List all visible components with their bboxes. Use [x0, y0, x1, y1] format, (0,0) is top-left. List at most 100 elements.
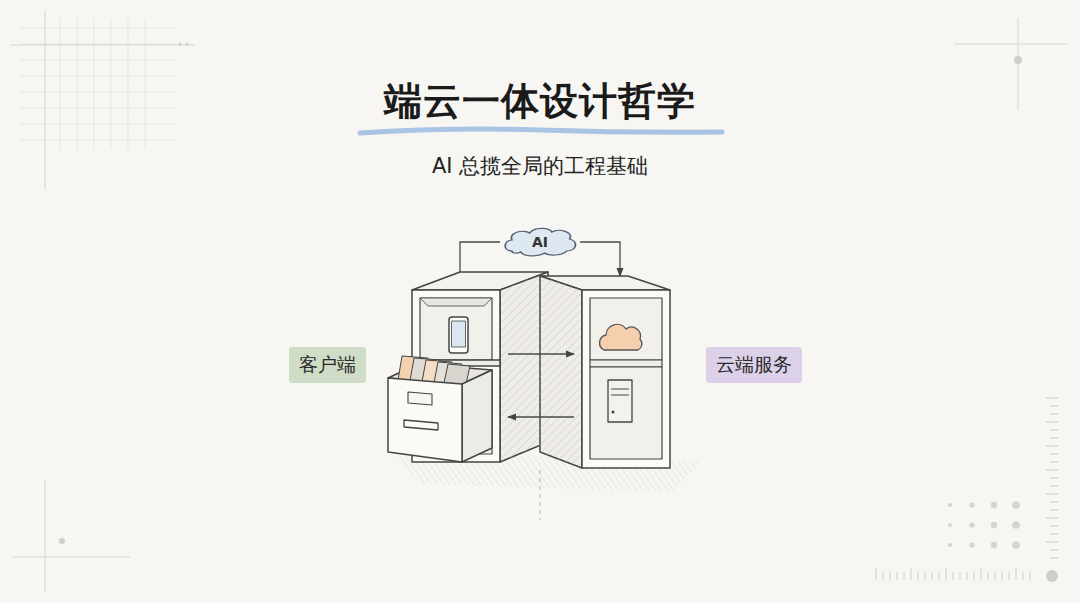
deco-line: [111, 18, 112, 150]
deco-line: [974, 572, 975, 580]
deco-dot: [1012, 541, 1020, 549]
deco-line: [145, 18, 146, 150]
deco-dot: [179, 43, 182, 46]
deco-line: [60, 18, 61, 150]
deco-line: [20, 44, 175, 45]
client-cabinet: [388, 272, 548, 462]
server-icon: [608, 380, 632, 422]
subtitle: AI 总揽全局的工程基础: [432, 152, 648, 180]
deco-line: [995, 572, 996, 580]
deco-line: [20, 28, 175, 29]
deco-line: [897, 572, 898, 580]
deco-line: [1050, 526, 1058, 527]
deco-line: [1046, 494, 1058, 495]
deco-line: [1046, 542, 1058, 543]
center-dash: [540, 470, 541, 520]
deco-line: [1046, 470, 1058, 471]
deco-line: [1050, 430, 1058, 431]
deco-line: [967, 572, 968, 580]
deco-line: [955, 44, 1068, 45]
deco-line: [1046, 518, 1058, 519]
deco-dot: [59, 538, 65, 544]
deco-line: [890, 572, 891, 580]
ai-brain-node: AI: [500, 225, 580, 259]
deco-dot: [186, 43, 189, 46]
decoration: [10, 10, 1068, 592]
deco-line: [1046, 446, 1058, 447]
deco-line: [953, 572, 954, 580]
deco-dot: [969, 542, 974, 547]
cloud-cabinet-node: 云端服务: [574, 276, 672, 470]
node-tag: 客户端: [289, 347, 366, 383]
deco-line: [1046, 422, 1058, 423]
deco-line: [1023, 572, 1024, 580]
deco-line: [1050, 550, 1058, 551]
node-label: AI: [500, 234, 580, 250]
deco-dot: [991, 522, 997, 528]
deco-line: [1050, 534, 1058, 535]
deco-line: [960, 572, 961, 580]
deco-line: [946, 568, 947, 580]
deco-dot: [1014, 56, 1022, 64]
deco-line: [918, 572, 919, 580]
deco-line: [1050, 454, 1058, 455]
drawer-front: [388, 378, 462, 462]
deco-line: [1050, 502, 1058, 503]
connector-arrow: [460, 242, 500, 272]
deco-dot: [948, 543, 952, 547]
deco-dot: [969, 522, 974, 527]
deco-line: [1050, 414, 1058, 415]
deco-line: [20, 124, 175, 125]
deco-line: [20, 108, 175, 109]
phone-icon: [449, 317, 468, 353]
deco-line: [20, 92, 175, 93]
deco-line: [128, 18, 129, 150]
deco-line: [925, 572, 926, 580]
cloud-icon: [600, 324, 642, 350]
connector-arrow: [508, 416, 574, 417]
deco-line: [45, 10, 46, 190]
title-underline: [360, 129, 722, 133]
deco-dot: [991, 542, 997, 548]
cloud-cabinet: [540, 276, 670, 468]
connector-arrow: [508, 353, 574, 354]
deco-dot: [1012, 501, 1020, 509]
deco-line: [932, 572, 933, 580]
deco-line: [1050, 406, 1058, 407]
deco-line: [20, 60, 175, 61]
deco-line: [988, 572, 989, 580]
deco-line: [1030, 572, 1031, 580]
deco-line: [1050, 438, 1058, 439]
title: 端云一体设计哲学: [384, 76, 696, 127]
deco-line: [20, 76, 175, 77]
deco-line: [1002, 572, 1003, 580]
deco-dot: [991, 502, 997, 508]
deco-line: [911, 568, 912, 580]
deco-line: [94, 18, 95, 150]
deco-line: [1050, 558, 1058, 559]
deco-line: [876, 568, 877, 580]
deco-line: [883, 572, 884, 580]
deco-line: [1009, 572, 1010, 580]
connector-arrow: [580, 242, 620, 276]
deco-line: [1050, 462, 1058, 463]
deco-line: [45, 480, 46, 592]
deco-dot: [969, 502, 974, 507]
deco-line: [1050, 478, 1058, 479]
deco-line: [981, 568, 982, 580]
deco-line: [904, 572, 905, 580]
deco-line: [20, 140, 175, 141]
deco-line: [12, 557, 130, 558]
deco-line: [1050, 486, 1058, 487]
deco-line: [939, 572, 940, 580]
deco-line: [77, 18, 78, 150]
deco-dot: [1012, 521, 1020, 529]
deco-line: [1046, 398, 1058, 399]
deco-dot: [948, 523, 952, 527]
deco-dot: [948, 503, 952, 507]
client-cabinet-node: 客户端: [386, 272, 508, 464]
node-tag: 云端服务: [706, 347, 802, 383]
deco-line: [1016, 568, 1017, 580]
deco-dot: [1046, 570, 1058, 582]
